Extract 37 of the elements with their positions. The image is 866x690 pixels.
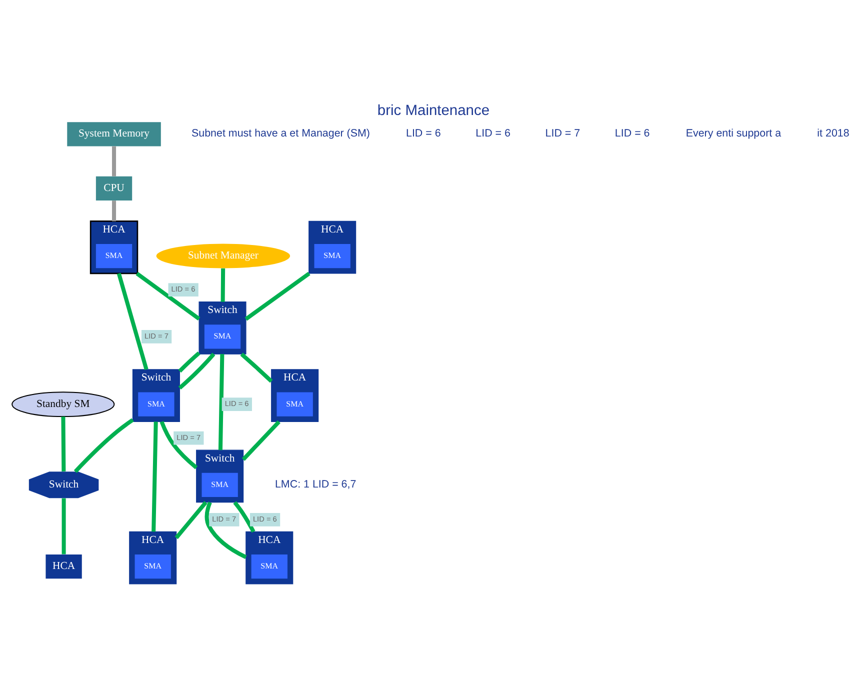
connector (112, 200, 116, 222)
connector (178, 352, 215, 390)
connector (116, 272, 148, 370)
edge-label: LID = 6 (252, 514, 276, 524)
label: it 2018 (816, 128, 849, 140)
label: LID = 6 (475, 128, 510, 140)
node-ellipse: Standby SM (11, 392, 114, 418)
diagram-title: bric Maintenance (376, 103, 490, 120)
connector (241, 420, 280, 461)
connector (159, 420, 198, 470)
node-box: System Memory (66, 122, 160, 146)
node-ellipse: Subnet Manager (156, 244, 290, 268)
node-label: LMC: 1 LID = 6,7 (274, 478, 356, 490)
connector (204, 502, 246, 559)
connector (112, 146, 116, 176)
edge-label: LID = 7 (176, 432, 200, 442)
edge-label: LID = 7 (144, 332, 168, 341)
connector (174, 501, 207, 540)
connector (240, 352, 272, 383)
node-box: CPU (95, 176, 132, 200)
label: LID = 6 (406, 128, 440, 140)
label: LID = 6 (614, 128, 650, 140)
edge-label: LID = 7 (212, 514, 236, 524)
edge-label: LID = 6 (170, 284, 195, 294)
connector (244, 272, 310, 321)
connector (218, 354, 224, 450)
connector (73, 418, 134, 473)
node-box: HCA (45, 554, 82, 579)
label: Every enti support a (685, 128, 781, 140)
label: Subnet must have a et Manager (SM) (191, 128, 370, 140)
connector (220, 268, 225, 302)
label: LID = 7 (544, 128, 580, 140)
connector (151, 422, 158, 532)
connector (178, 351, 200, 373)
connector (61, 498, 66, 554)
edge-label: LID = 6 (224, 399, 248, 408)
connector (60, 416, 66, 472)
